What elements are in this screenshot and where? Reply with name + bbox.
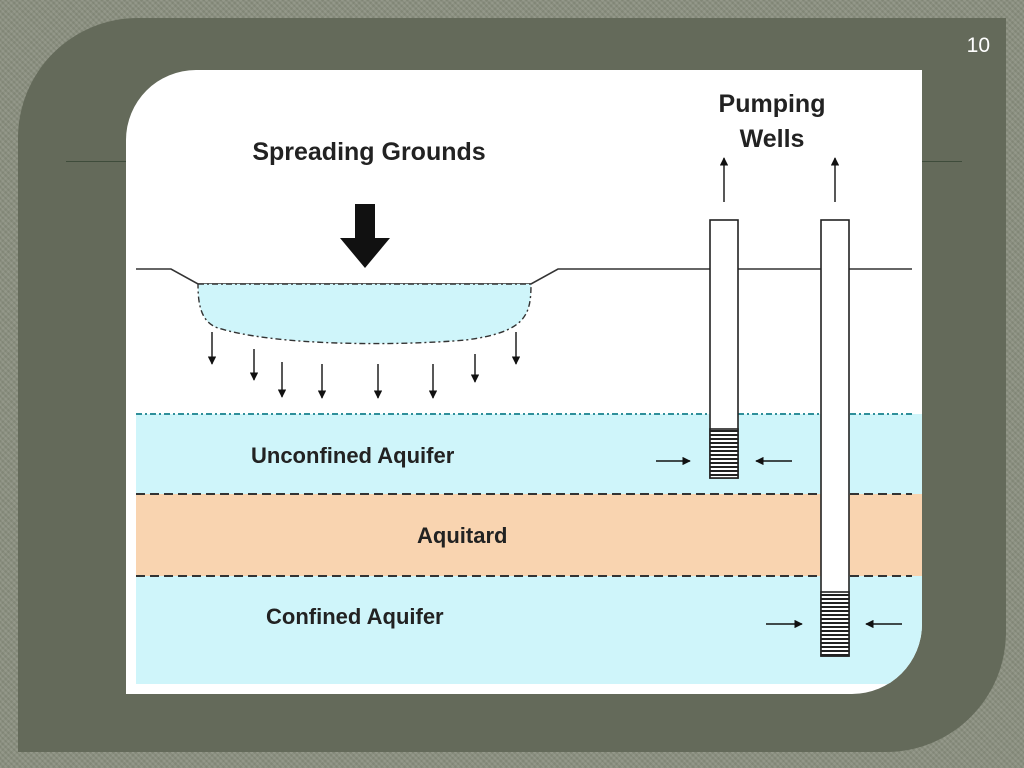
- infiltration-arrows: [207, 332, 521, 399]
- spreading-arrow-icon: [340, 204, 390, 268]
- confined-aquifer-label: Confined Aquifer: [266, 604, 444, 629]
- accent-line-right: [920, 161, 962, 162]
- spreading-basin-water: [197, 283, 532, 345]
- pumping-well-deep: [820, 157, 850, 657]
- recharge-diagram: Spreading Grounds Pumping Wells Unconfin…: [136, 90, 922, 684]
- inflow-arrows: [656, 456, 902, 629]
- aquitard-layer: [136, 494, 922, 576]
- slide-number: 10: [966, 34, 990, 57]
- diagram-picture: Spreading Grounds Pumping Wells Unconfin…: [126, 70, 922, 694]
- unconfined-aquifer-layer: [136, 414, 922, 494]
- spreading-grounds-label: Spreading Grounds: [252, 138, 485, 166]
- aquitard-label: Aquitard: [417, 523, 507, 548]
- unconfined-aquifer-label: Unconfined Aquifer: [251, 443, 455, 468]
- accent-line-left: [66, 161, 128, 162]
- pumping-wells-label-line1: Pumping: [719, 90, 826, 118]
- confined-aquifer-layer: [136, 576, 922, 684]
- well-screen-shallow: [709, 428, 739, 479]
- pumping-wells-label-line2: Wells: [740, 125, 805, 153]
- well-screen-deep: [820, 591, 850, 657]
- ground-surface: [136, 268, 912, 285]
- pumping-well-shallow: [709, 157, 739, 479]
